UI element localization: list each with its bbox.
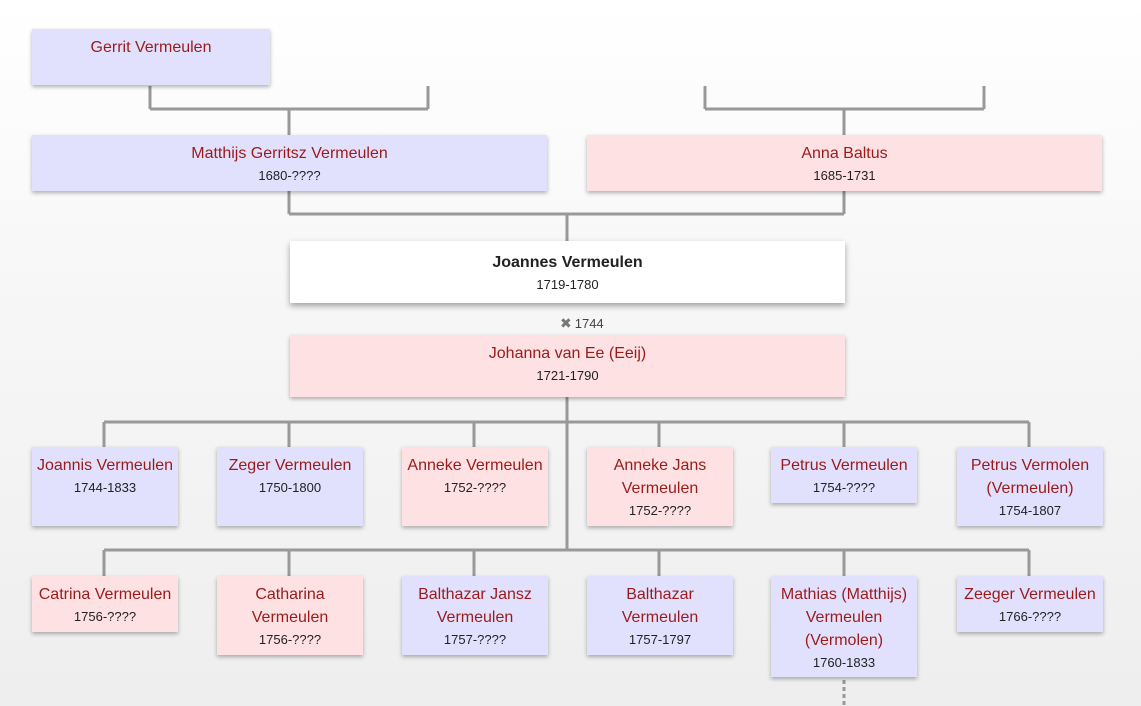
child-card[interactable]: Catrina Vermeulen 1756-???? [32, 576, 178, 632]
person-name: Joannis Vermeulen [36, 457, 174, 474]
person-name: Matthijs Gerritsz Vermeulen [191, 145, 388, 162]
child-card[interactable]: Mathias (Matthijs) Vermeulen (Vermolen) … [771, 576, 917, 677]
child-card[interactable]: Balthazar Jansz Vermeulen 1757-???? [402, 576, 548, 655]
child-card[interactable]: Zeger Vermeulen 1750-1800 [217, 447, 363, 526]
person-dates: 1721-1790 [536, 368, 599, 383]
person-dates: 1756-???? [258, 632, 322, 647]
child-card[interactable]: Zeeger Vermeulen 1766-???? [957, 576, 1103, 632]
marriage-info: ✖1744 [560, 315, 604, 332]
person-dates: 1752-???? [628, 503, 692, 518]
person-name: Balthazar Jansz Vermeulen [418, 586, 532, 626]
marriage-year: 1744 [574, 316, 604, 331]
person-name: Anna Baltus [801, 145, 888, 162]
person-dates: 1757-1797 [628, 632, 692, 647]
person-dates: 1680-???? [258, 168, 321, 183]
person-name: Catharina Vermeulen [251, 586, 329, 626]
person-name: Mathias (Matthijs) Vermeulen (Vermolen) [780, 586, 908, 649]
person-name: Petrus Vermeulen [780, 457, 908, 474]
person-dates: 1754-???? [812, 480, 876, 495]
marriage-icon: ✖ [560, 315, 572, 331]
person-dates: 1754-1807 [998, 503, 1062, 518]
person-card-father[interactable]: Matthijs Gerritsz Vermeulen 1680-???? [32, 135, 547, 191]
child-card[interactable]: Balthazar Vermeulen 1757-1797 [587, 576, 733, 655]
child-card[interactable]: Petrus Vermeulen 1754-???? [771, 447, 917, 503]
child-card[interactable]: Anneke Vermeulen 1752-???? [402, 447, 548, 526]
person-name: Catrina Vermeulen [38, 586, 172, 603]
person-name: Zeger Vermeulen [228, 457, 352, 474]
child-card[interactable]: Petrus Vermolen (Vermeulen) 1754-1807 [957, 447, 1103, 526]
person-name: Johanna van Ee (Eeij) [488, 345, 647, 362]
person-dates: 1766-???? [998, 609, 1062, 624]
child-card[interactable]: Catharina Vermeulen 1756-???? [217, 576, 363, 655]
person-dates: 1760-1833 [812, 655, 876, 670]
person-name: Zeeger Vermeulen [964, 586, 1096, 603]
person-card-gerrit-vermeulen[interactable]: Gerrit Vermeulen [32, 29, 270, 85]
person-name: Gerrit Vermeulen [90, 39, 212, 56]
person-dates: 1750-1800 [258, 480, 322, 495]
person-card-spouse[interactable]: Johanna van Ee (Eeij) 1721-1790 [290, 335, 845, 397]
person-card-focus[interactable]: Joannes Vermeulen 1719-1780 [290, 241, 845, 303]
person-name: Joannes Vermeulen [492, 254, 643, 271]
person-name: Balthazar Vermeulen [621, 586, 699, 626]
person-dates: 1757-???? [443, 632, 507, 647]
child-card[interactable]: Joannis Vermeulen 1744-1833 [32, 447, 178, 526]
person-card-mother[interactable]: Anna Baltus 1685-1731 [587, 135, 1102, 191]
person-dates: 1752-???? [443, 480, 507, 495]
child-card[interactable]: Anneke Jans Vermeulen 1752-???? [587, 447, 733, 526]
person-dates: 1685-1731 [813, 168, 876, 183]
person-dates: 1744-1833 [73, 480, 137, 495]
person-name: Anneke Jans Vermeulen [613, 457, 707, 497]
person-name: Anneke Vermeulen [407, 457, 543, 474]
person-dates: 1719-1780 [536, 277, 599, 292]
person-name: Petrus Vermolen (Vermeulen) [970, 457, 1090, 497]
person-dates: 1756-???? [73, 609, 137, 624]
